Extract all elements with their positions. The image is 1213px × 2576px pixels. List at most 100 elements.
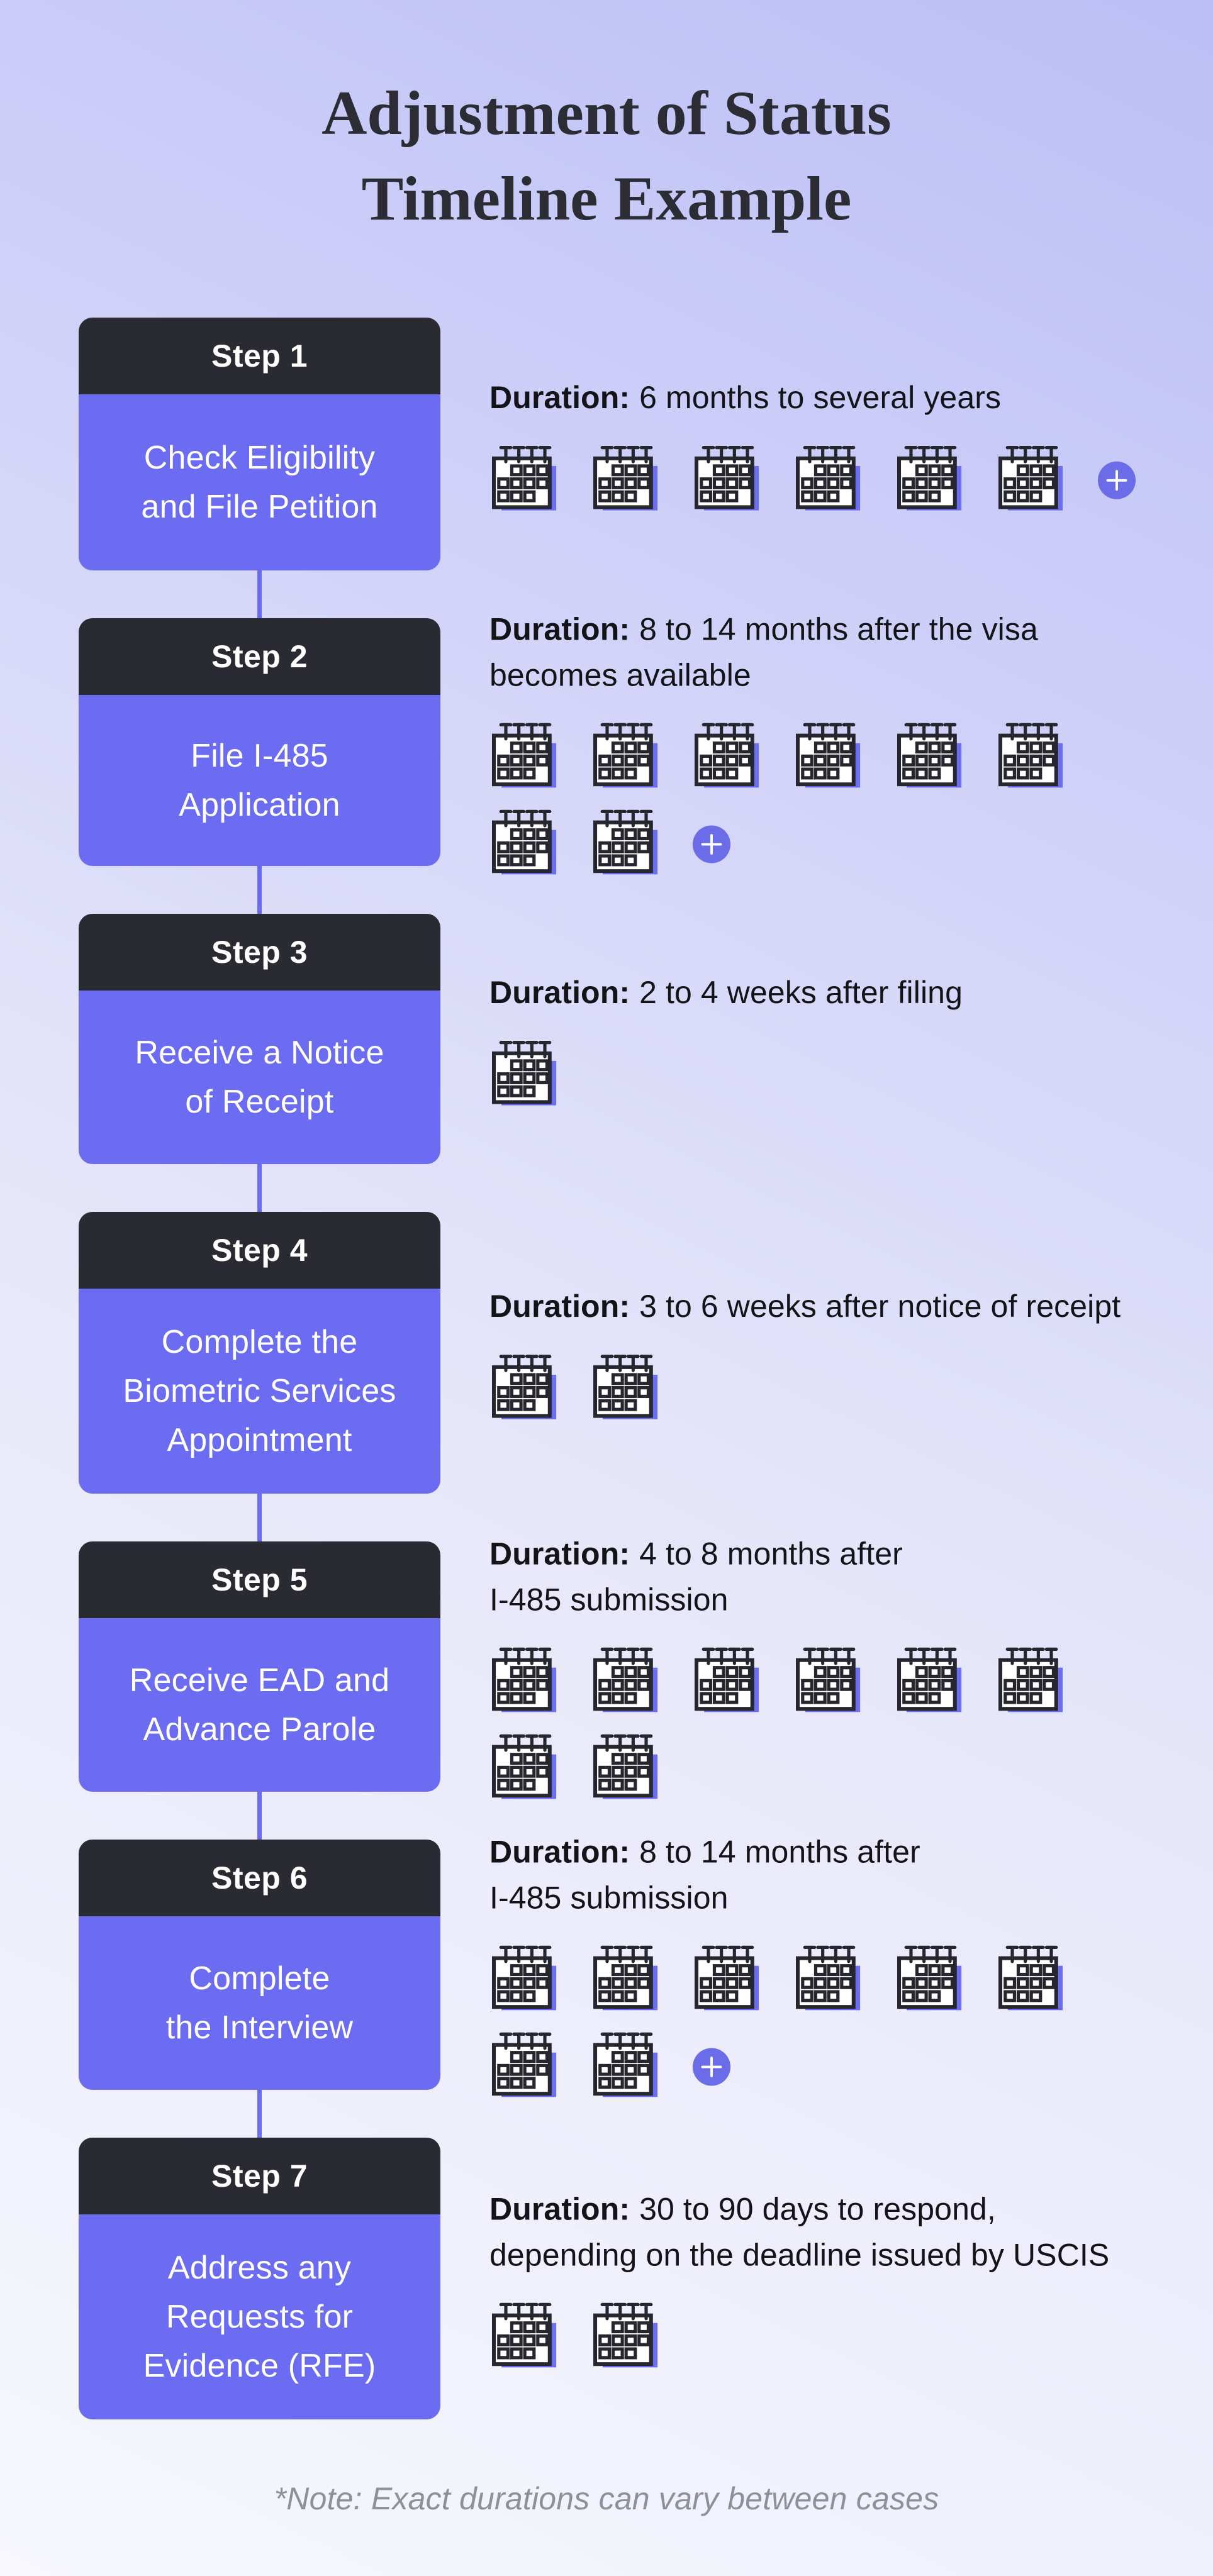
- calendar-date-grid: [700, 1964, 752, 2002]
- step-title: Receive a Notice of Receipt: [79, 991, 440, 1164]
- calendar-date-grid: [902, 1666, 954, 1704]
- step-title: Complete the Interview: [79, 1916, 440, 2090]
- calendar-date-grid: [497, 1964, 549, 2002]
- step-card: Step 2 File I-485 Application: [79, 618, 440, 866]
- calendar-icon: [897, 1945, 962, 2011]
- duration-label: Duration:: [489, 2191, 630, 2227]
- duration-line: I-485 submission: [489, 1880, 729, 1915]
- calendar-binding-pins: [600, 1945, 653, 1963]
- step-label: Step 4: [211, 1233, 308, 1268]
- calendar-grid: [489, 443, 1136, 513]
- calendar-icon: [593, 1647, 658, 1713]
- plus-icon: [692, 2048, 731, 2086]
- calendar-date-grid: [497, 2051, 549, 2089]
- step-header: Step 4: [79, 1212, 440, 1289]
- calendar-row: [489, 808, 1068, 878]
- duration-label: Duration:: [489, 379, 630, 415]
- calendar-date-grid: [801, 464, 853, 502]
- step-label: Step 3: [211, 935, 308, 970]
- calendar-binding-pins: [499, 723, 552, 741]
- calendar-row: [489, 443, 1136, 513]
- step-label: Step 5: [211, 1562, 308, 1597]
- step-label: Step 2: [211, 639, 308, 674]
- calendar-binding-pins: [499, 445, 552, 464]
- steps-list: Step 1 Check Eligibility and File Petiti…: [79, 318, 1150, 2419]
- calendar-row: [489, 2030, 1068, 2101]
- calendar-date-grid: [902, 1964, 954, 2002]
- calendar-binding-pins: [499, 809, 552, 828]
- calendar-date-grid: [1003, 1964, 1056, 2002]
- calendar-icon: [492, 1734, 557, 1799]
- step-details: Duration:4 to 8 months after I-485 submi…: [489, 1531, 1150, 1802]
- calendar-date-grid: [497, 1666, 549, 1704]
- step-title-line: Receive a Notice: [135, 1035, 384, 1071]
- step-title-line: File I-485: [191, 738, 328, 774]
- calendar-icon: [593, 2032, 658, 2097]
- calendar-binding-pins: [904, 723, 957, 741]
- step-row-6: Step 6 Complete the Interview Duration:8…: [79, 1835, 1150, 2097]
- step-title-line: and File Petition: [141, 489, 378, 525]
- duration-line: becomes available: [489, 657, 751, 692]
- calendar-icon: [796, 1647, 861, 1713]
- calendar-row: [489, 2301, 662, 2371]
- calendar-binding-pins: [600, 723, 653, 741]
- calendar-grid: [489, 1352, 662, 1422]
- calendar-date-grid: [598, 464, 651, 502]
- step-card: Step 4 Complete the Biometric Services A…: [79, 1212, 440, 1494]
- calendar-date-grid: [1003, 1666, 1056, 1704]
- step-header: Step 1: [79, 318, 440, 394]
- calendar-date-grid: [1003, 741, 1056, 780]
- step-title-line: the Interview: [165, 2009, 354, 2046]
- calendar-binding-pins: [702, 1945, 754, 1963]
- calendar-row: [489, 1352, 662, 1422]
- calendar-icon: [593, 809, 658, 875]
- step-title-line: Advance Parole: [143, 1711, 376, 1748]
- calendar-date-grid: [598, 2051, 651, 2089]
- calendar-row: [489, 1645, 1068, 1716]
- step-card: Step 3 Receive a Notice of Receipt: [79, 914, 440, 1164]
- duration-label: Duration:: [489, 1536, 630, 1572]
- calendar-icon: [998, 723, 1063, 788]
- calendar-icon: [897, 1647, 962, 1713]
- calendar-grid: [489, 1645, 1068, 1802]
- step-title-line: Address any: [167, 2250, 352, 2286]
- calendar-date-grid: [902, 464, 954, 502]
- step-row-1: Step 1 Check Eligibility and File Petiti…: [79, 318, 1150, 570]
- footnote: *Note: Exact durations can vary between …: [274, 2481, 939, 2516]
- calendar-icon: [897, 723, 962, 788]
- calendar-grid: [489, 1943, 1068, 2101]
- step-title-line: of Receipt: [185, 1084, 334, 1120]
- duration-label: Duration:: [489, 974, 630, 1010]
- calendar-date-grid: [598, 1372, 651, 1411]
- duration-line: 4 to 8 months after: [639, 1536, 903, 1572]
- calendar-icon: [593, 445, 658, 511]
- calendar-binding-pins: [702, 1647, 754, 1665]
- calendar-icon: [492, 2032, 557, 2097]
- calendar-icon: [492, 445, 557, 511]
- calendar-date-grid: [801, 741, 853, 780]
- step-row-2: Step 2 File I-485 Application Duration:8…: [79, 612, 1150, 875]
- calendar-binding-pins: [1005, 723, 1058, 741]
- calendar-icon: [593, 1945, 658, 2011]
- step-header: Step 6: [79, 1840, 440, 1916]
- duration-text: Duration:2 to 4 weeks after filing: [489, 970, 963, 1016]
- calendar-date-grid: [497, 1372, 549, 1411]
- calendar-binding-pins: [803, 445, 856, 464]
- calendar-icon: [593, 1354, 658, 1419]
- step-header: Step 3: [79, 914, 440, 991]
- calendar-binding-pins: [702, 445, 754, 464]
- calendar-date-grid: [598, 828, 651, 867]
- calendar-binding-pins: [499, 2302, 552, 2321]
- calendar-icon: [695, 445, 759, 511]
- duration-text: Duration:6 months to several years: [489, 375, 1001, 421]
- calendar-icon: [695, 1647, 759, 1713]
- step-row-7: Step 7 Address any Requests for Evidence…: [79, 2138, 1150, 2419]
- calendar-date-grid: [497, 464, 549, 502]
- step-details: Duration:2 to 4 weeks after filing: [489, 970, 1150, 1109]
- plus-icon: [1097, 461, 1136, 499]
- duration-text: Duration:30 to 90 days to respond, depen…: [489, 2187, 1109, 2278]
- calendar-icon: [695, 1945, 759, 2011]
- step-card: Step 6 Complete the Interview: [79, 1840, 440, 2090]
- calendar-row: [489, 1732, 1068, 1802]
- page-title: Adjustment of Status Timeline Example: [0, 70, 1213, 242]
